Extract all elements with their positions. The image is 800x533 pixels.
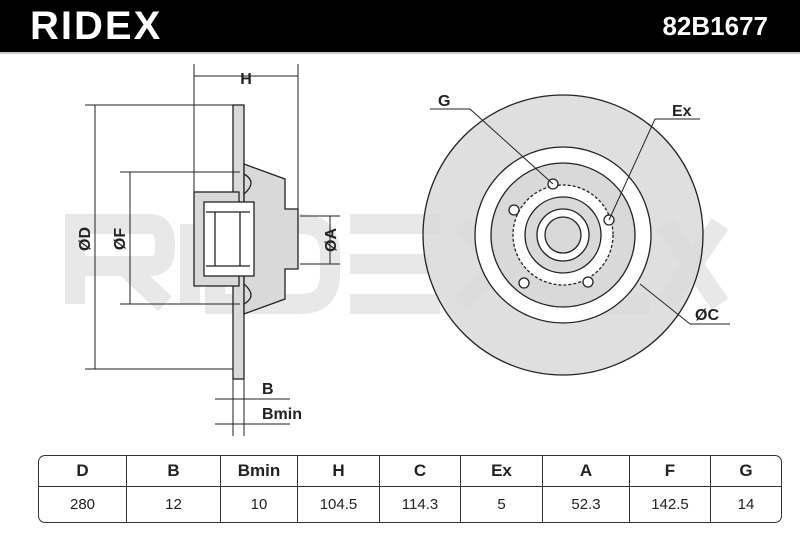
brand-logo: RIDEX <box>30 4 163 48</box>
dimensions-table: D B Bmin H C Ex A F G 280 12 10 104.5 11… <box>38 455 782 523</box>
label-c: ØC <box>695 307 719 324</box>
label-b: B <box>262 381 274 398</box>
label-h: H <box>240 71 252 88</box>
table-cell: 114.3 <box>380 487 461 522</box>
table-cell: 52.3 <box>543 487 630 522</box>
label-bmin: Bmin <box>262 406 302 423</box>
table-cell: 104.5 <box>298 487 380 522</box>
table-header: Ex <box>461 456 543 487</box>
table-cell: 12 <box>127 487 221 522</box>
part-number: 82B1677 <box>662 11 768 41</box>
table-header: D <box>39 456 127 487</box>
table-header: A <box>543 456 630 487</box>
table-cell: 14 <box>737 496 755 513</box>
table-header: B <box>127 456 221 487</box>
side-dimensions <box>85 64 340 436</box>
table-header: H <box>298 456 380 487</box>
table-header: Bmin <box>221 456 298 487</box>
table-header: C <box>380 456 461 487</box>
side-view <box>193 104 299 380</box>
table-cell: 10 <box>221 487 298 522</box>
label-a: ØA <box>323 228 340 252</box>
label-f: ØF <box>112 228 129 250</box>
table-cell: 5 <box>461 487 543 522</box>
label-ex: Ex <box>672 103 692 120</box>
table-header: G <box>711 456 781 487</box>
technical-drawing: H ØD ØF ØA B Bmin G Ex ØC <box>65 64 730 436</box>
front-view <box>422 94 704 376</box>
label-g: G <box>438 93 450 110</box>
label-d: ØD <box>77 227 94 251</box>
header-bar: RIDEX 82B1677 <box>0 0 800 54</box>
table-header: F <box>630 456 711 487</box>
table-cell: 142.5 <box>630 487 711 522</box>
table-cell: 280 <box>39 487 127 522</box>
